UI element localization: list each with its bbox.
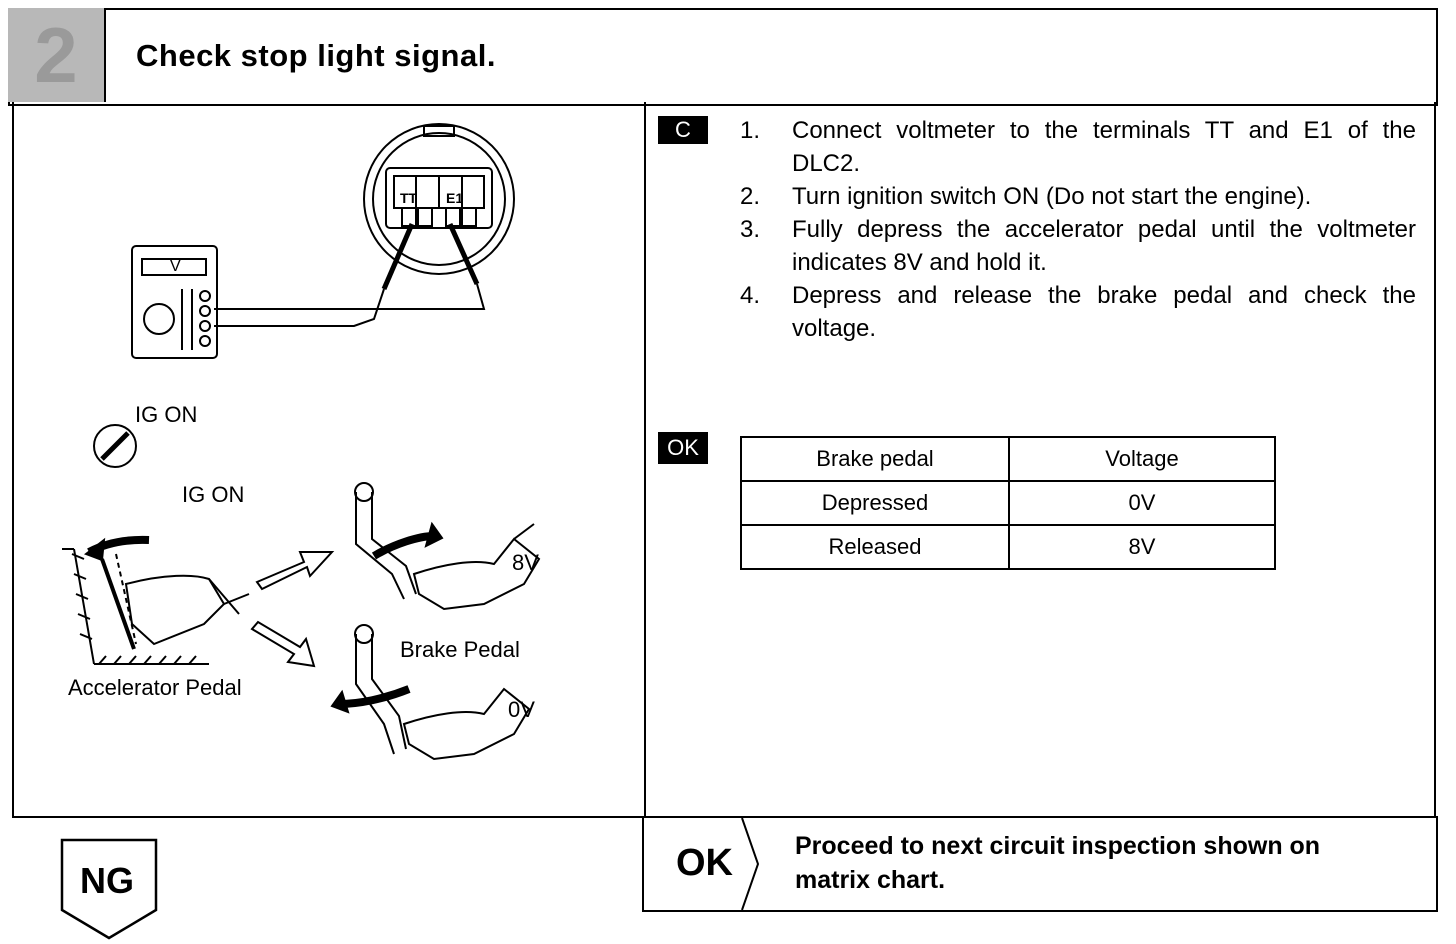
voltage-8v-label: 8V xyxy=(512,550,539,575)
voltage-0v-label: 0V xyxy=(508,697,535,722)
table-header-row: Brake pedal Voltage xyxy=(740,436,1276,482)
instruction-item: 1. Connect voltmeter to the terminals TT… xyxy=(736,114,1416,180)
accelerator-pedal-label: Accelerator Pedal xyxy=(68,675,242,700)
table-row: Released 8V xyxy=(740,524,1276,570)
instruction-number: 1. xyxy=(740,117,761,144)
instruction-text: Turn ignition switch ON (Do not start th… xyxy=(792,183,1312,210)
instruction-text: Fully depress the accelerator pedal unti… xyxy=(792,216,1416,276)
step-number: 2 xyxy=(34,11,78,99)
instruction-text: Connect voltmeter to the terminals TT an… xyxy=(792,117,1416,177)
table-cell: 8V xyxy=(1008,524,1276,570)
ok-result-message: Proceed to next circuit inspection shown… xyxy=(795,829,1320,897)
ok-result-message-line: matrix chart. xyxy=(795,866,946,894)
arrow-icon xyxy=(250,551,335,668)
table-cell: Depressed xyxy=(740,480,1010,526)
voltmeter-icon xyxy=(131,245,218,359)
ok-chevron-icon xyxy=(741,817,760,911)
brake-pedal-depressed-icon xyxy=(330,624,531,761)
table-header-cell: Brake pedal xyxy=(740,436,1010,482)
ig-on-key-label: IG ON xyxy=(135,402,198,427)
ok-result-label: OK xyxy=(676,842,733,884)
dlc2-connector-icon xyxy=(363,123,515,275)
ok-tag: OK xyxy=(658,432,708,464)
meter-display-label: V xyxy=(170,258,181,275)
table-cell: Released xyxy=(740,524,1010,570)
ignition-key-icon xyxy=(93,424,137,468)
instruction-number: 2. xyxy=(740,183,761,210)
inspection-illustration xyxy=(62,123,541,761)
ok-result-message-line: Proceed to next circuit inspection shown… xyxy=(795,832,1321,860)
instruction-item: 2. Turn ignition switch ON (Do not start… xyxy=(736,180,1416,213)
illustration-panel xyxy=(12,102,646,818)
voltage-table: Brake pedal Voltage Depressed 0V Release… xyxy=(740,436,1276,570)
instruction-list: 1. Connect voltmeter to the terminals TT… xyxy=(736,114,1416,345)
step-number-box xyxy=(8,8,106,102)
ng-result-label: NG xyxy=(80,860,134,901)
brake-pedal-released-icon xyxy=(354,482,541,611)
instruction-panel xyxy=(642,102,1436,818)
page-title: Check stop light signal. xyxy=(136,38,496,73)
terminal-tt-label: TT xyxy=(400,190,418,206)
ig-on-pedal-label: IG ON xyxy=(182,482,245,507)
mode-tag: C xyxy=(658,116,708,144)
instruction-item: 4. Depress and release the brake pedal a… xyxy=(736,279,1416,345)
table-header-cell: Voltage xyxy=(1008,436,1276,482)
instruction-number: 4. xyxy=(740,282,761,309)
ng-result-box xyxy=(60,838,158,940)
test-probe-icon xyxy=(214,222,486,327)
table-cell: 0V xyxy=(1008,480,1276,526)
instruction-text: Depress and release the brake pedal and … xyxy=(792,282,1416,342)
brake-pedal-label: Brake Pedal xyxy=(400,637,520,662)
accelerator-pedal-icon xyxy=(62,535,250,665)
terminal-e1-label: E1 xyxy=(446,190,464,206)
instruction-number: 3. xyxy=(740,216,761,243)
ok-result-box xyxy=(642,816,1438,912)
table-row: Depressed 0V xyxy=(740,480,1276,526)
instruction-item: 3. Fully depress the accelerator pedal u… xyxy=(736,213,1416,279)
